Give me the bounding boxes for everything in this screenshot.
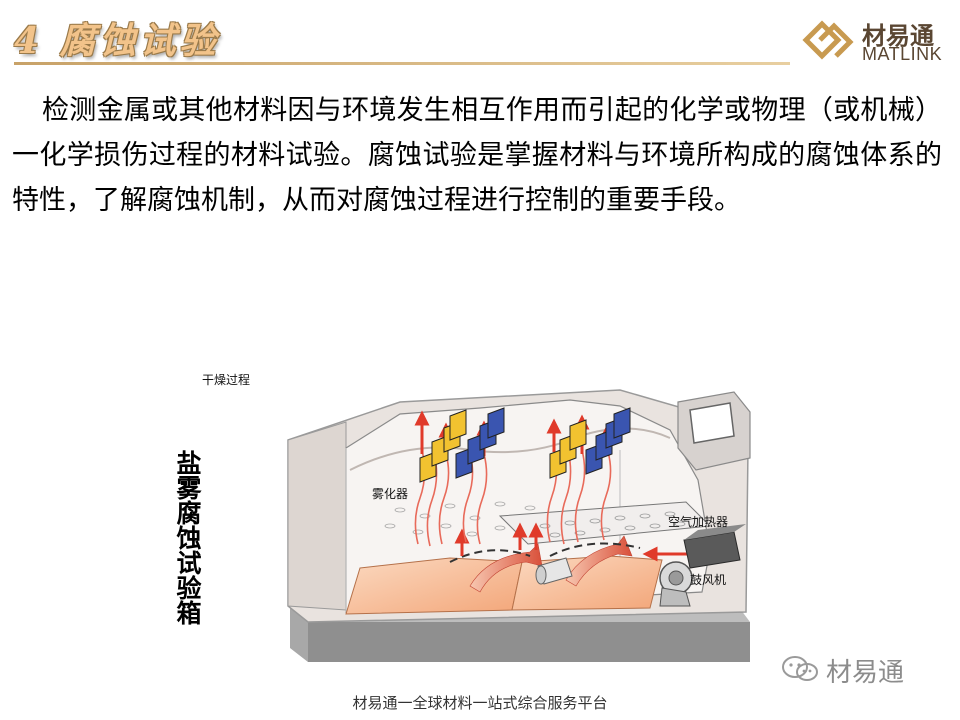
chamber-vertical-label: 盐雾腐蚀试验箱: [173, 450, 202, 625]
control-panel: [677, 391, 751, 471]
test-samples-left: [419, 407, 505, 483]
intro-paragraph: 检测金属或其他材料因与环境发生相互作用而引起的化学或物理（或机械）一化学损伤过程…: [12, 95, 942, 216]
title-divider: [14, 62, 790, 65]
slide-title: 4 腐蚀试验: [14, 20, 220, 62]
blower-unit: [659, 524, 746, 607]
label-blower: 鼓风机: [690, 573, 726, 587]
brand-name-cn: 材易通: [862, 22, 934, 50]
brand-name-en: MATLINK: [862, 44, 943, 64]
atomizer-nozzle: [535, 557, 573, 585]
label-drying-process: 干燥过程: [202, 372, 250, 387]
brand-block: 材易通 MATLINK: [800, 14, 960, 66]
watermark-text: 材易通: [826, 658, 905, 688]
fog-droplets: [384, 501, 536, 537]
rising-vapor-right: [546, 447, 612, 545]
footer-tagline: 材易通一全球材料一站式综合服务平台: [352, 694, 608, 712]
salt-spray-chamber-diagram: 干燥过程 雾化器 空气加热器 鼓风机: [202, 372, 751, 662]
wechat-icon: [782, 656, 818, 681]
label-atomizer: 雾化器: [372, 487, 408, 501]
test-samples-right: [549, 407, 631, 479]
air-flow-arrows: [449, 522, 690, 593]
matlink-logo-icon: [802, 20, 854, 60]
label-air-heater: 空气加热器: [668, 514, 728, 529]
